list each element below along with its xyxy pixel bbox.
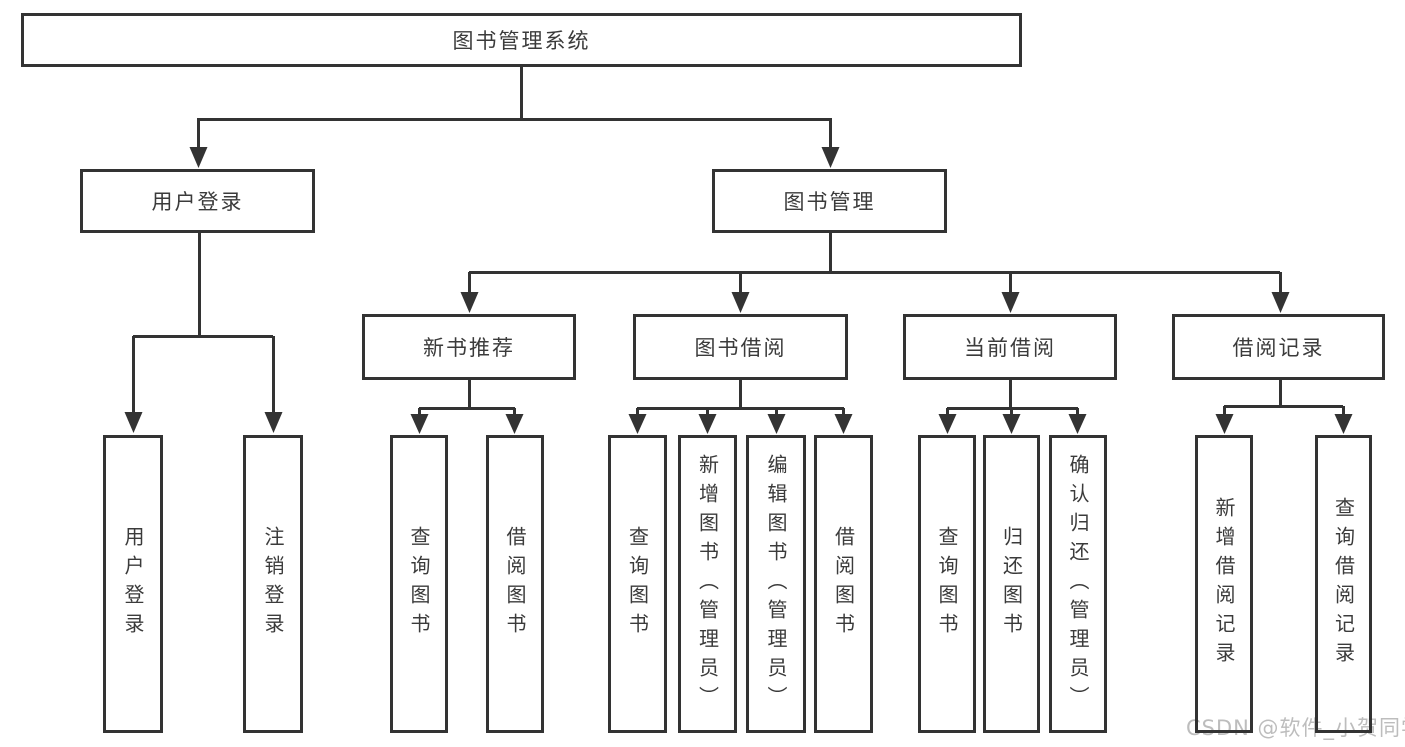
arrow-down-icon [1334, 414, 1353, 434]
arrow-down-icon [1001, 292, 1020, 313]
node-label: 图书借阅 [694, 336, 787, 360]
arrow-down-icon [505, 414, 524, 434]
arrow-down-icon [938, 414, 957, 434]
leaf-edit-books-admin: 编辑图书（管理员） [746, 435, 806, 733]
node-book-management: 图书管理 [712, 169, 947, 233]
leaf-label: 归还图书 [999, 526, 1024, 642]
leaf-label: 借阅图书 [831, 526, 856, 642]
arrow-down-icon [1002, 414, 1021, 434]
node-label: 借阅记录 [1232, 336, 1325, 360]
node-label: 图书管理 [783, 190, 876, 214]
leaf-logout: 注销登录 [243, 435, 303, 733]
node-new-book-recommend: 新书推荐 [362, 314, 576, 380]
arrow-down-icon [124, 412, 143, 433]
arrow-down-icon [767, 414, 786, 434]
edges-user-login [124, 233, 283, 433]
leaf-label: 查询借阅记录 [1331, 497, 1356, 671]
leaf-label: 新增借阅记录 [1212, 497, 1236, 671]
node-borrowing-records: 借阅记录 [1172, 314, 1385, 380]
node-label: 用户登录 [151, 190, 244, 214]
node-label: 新书推荐 [423, 336, 515, 360]
leaf-label: 注销登录 [261, 526, 285, 642]
edges-book-borrowing [628, 380, 853, 434]
leaf-query-books: 查询图书 [608, 435, 667, 733]
leaf-label: 编辑图书（管理员） [764, 453, 788, 715]
leaf-confirm-return-admin: 确认归还（管理员） [1049, 435, 1107, 733]
node-library-system: 图书管理系统 [21, 13, 1022, 67]
leaf-return-books: 归还图书 [983, 435, 1040, 733]
leaf-add-books-admin: 新增图书（管理员） [678, 435, 737, 733]
leaf-query-books: 查询图书 [390, 435, 448, 733]
edges-current-borrowing [938, 380, 1087, 434]
leaf-label: 新增图书（管理员） [695, 453, 720, 715]
arrow-down-icon [1215, 414, 1234, 434]
arrow-down-icon [821, 147, 840, 168]
arrow-down-icon [834, 414, 853, 434]
leaf-borrow-books: 借阅图书 [486, 435, 544, 733]
node-current-borrowing: 当前借阅 [903, 314, 1117, 380]
arrow-down-icon [698, 414, 717, 434]
arrow-down-icon [460, 292, 479, 313]
arrow-down-icon [264, 412, 283, 433]
leaf-user-login: 用户登录 [103, 435, 163, 733]
arrow-down-icon [628, 414, 647, 434]
node-user-login: 用户登录 [80, 169, 315, 233]
node-label: 图书管理系统 [452, 29, 591, 53]
edges-book-management [460, 233, 1290, 313]
edges-borrowing-records [1215, 380, 1353, 434]
arrow-down-icon [731, 292, 750, 313]
node-label: 当前借阅 [964, 336, 1056, 360]
leaf-borrow-books: 借阅图书 [814, 435, 873, 733]
leaf-label: 借阅图书 [503, 526, 527, 642]
node-book-borrowing: 图书借阅 [633, 314, 848, 380]
leaf-label: 查询图书 [407, 526, 431, 642]
edges-new-book-recommend [410, 380, 524, 434]
leaf-label: 查询图书 [935, 526, 959, 642]
leaf-add-borrow-record: 新增借阅记录 [1195, 435, 1253, 733]
arrow-down-icon [410, 414, 429, 434]
arrow-down-icon [1068, 414, 1087, 434]
edges-root [189, 67, 840, 168]
arrow-down-icon [1271, 292, 1290, 313]
leaf-label: 确认归还（管理员） [1066, 453, 1090, 715]
leaf-query-books: 查询图书 [918, 435, 976, 733]
leaf-label: 用户登录 [121, 526, 145, 642]
leaf-label: 查询图书 [625, 526, 650, 642]
arrow-down-icon [189, 147, 208, 168]
leaf-query-borrow-record: 查询借阅记录 [1315, 435, 1372, 733]
